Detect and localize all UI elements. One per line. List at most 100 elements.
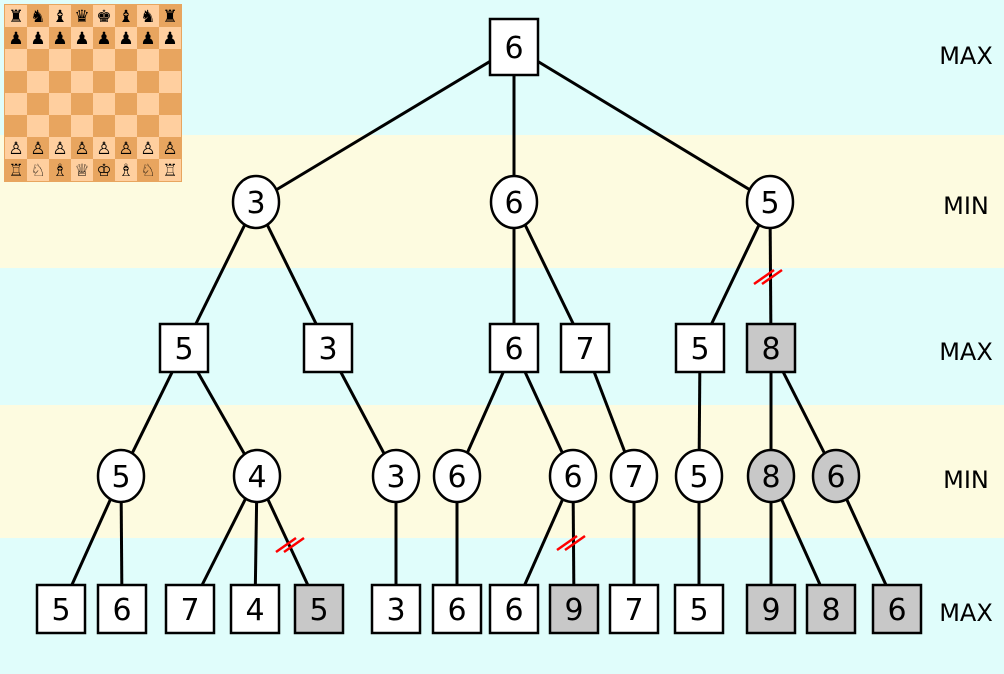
max-node: 5 xyxy=(35,583,87,635)
level-label-min: MIN xyxy=(943,466,989,494)
node-value: 3 xyxy=(386,460,405,495)
max-node-pruned: 5 xyxy=(293,583,345,635)
max-node: 5 xyxy=(673,583,725,635)
node-value: 6 xyxy=(504,593,523,628)
chess-piece: ♚ xyxy=(96,7,111,27)
level-label-min: MIN xyxy=(943,192,989,220)
min-node: 3 xyxy=(371,448,421,504)
node-value: 5 xyxy=(51,593,70,628)
node-value: 8 xyxy=(761,460,780,495)
node-value: 6 xyxy=(447,593,466,628)
chess-piece: ♗ xyxy=(52,161,67,181)
chess-piece: ♟ xyxy=(140,29,155,49)
min-node: 6 xyxy=(548,448,598,504)
max-node-pruned: 9 xyxy=(745,583,797,635)
max-node: 5 xyxy=(158,322,210,374)
chess-piece: ♞ xyxy=(140,7,155,27)
node-value: 3 xyxy=(246,186,265,221)
chess-piece: ♟ xyxy=(52,29,67,49)
node-value: 6 xyxy=(504,186,523,221)
chess-piece: ♘ xyxy=(140,161,155,181)
chess-piece: ♟ xyxy=(30,29,45,49)
node-value: 8 xyxy=(821,593,840,628)
node-value: 6 xyxy=(563,460,582,495)
max-node: 3 xyxy=(302,322,354,374)
max-node: 6 xyxy=(488,322,540,374)
chess-piece: ♙ xyxy=(74,139,89,159)
node-value: 8 xyxy=(761,332,780,367)
tree-edge xyxy=(513,45,771,204)
chess-piece: ♘ xyxy=(30,161,45,181)
chess-piece: ♟ xyxy=(96,29,111,49)
chess-piece: ♙ xyxy=(118,139,133,159)
node-value: 6 xyxy=(504,31,523,66)
chess-piece: ♙ xyxy=(140,139,155,159)
max-node: 7 xyxy=(608,583,660,635)
node-value: 4 xyxy=(245,593,264,628)
chess-piece: ♛ xyxy=(74,7,89,27)
chess-piece: ♜ xyxy=(162,7,177,27)
min-node-pruned: 8 xyxy=(746,448,796,504)
node-value: 9 xyxy=(564,593,583,628)
chess-piece: ♖ xyxy=(8,161,23,181)
node-value: 7 xyxy=(624,593,643,628)
min-node: 6 xyxy=(489,174,539,230)
level-label-max: MAX xyxy=(939,42,993,70)
max-node: 7 xyxy=(164,583,216,635)
node-value: 5 xyxy=(689,593,708,628)
node-value: 5 xyxy=(689,460,708,495)
max-node: 5 xyxy=(674,322,726,374)
node-value: 6 xyxy=(447,460,466,495)
max-node: 6 xyxy=(488,583,540,635)
pruning-cut-mark xyxy=(753,268,783,286)
node-value: 3 xyxy=(386,593,405,628)
max-node: 4 xyxy=(229,583,281,635)
chess-piece: ♙ xyxy=(30,139,45,159)
node-value: 4 xyxy=(247,460,266,495)
min-node: 5 xyxy=(674,448,724,504)
min-node: 7 xyxy=(609,448,659,504)
min-node: 4 xyxy=(232,448,282,504)
node-value: 5 xyxy=(111,460,130,495)
chess-piece: ♙ xyxy=(8,139,23,159)
node-value: 5 xyxy=(309,593,328,628)
chess-piece: ♝ xyxy=(52,7,67,27)
chess-piece: ♔ xyxy=(96,161,111,181)
min-node: 3 xyxy=(231,174,281,230)
min-node-pruned: 6 xyxy=(811,448,861,504)
min-node: 6 xyxy=(432,448,482,504)
chess-piece: ♙ xyxy=(96,139,111,159)
chess-piece: ♖ xyxy=(162,161,177,181)
max-node-pruned: 9 xyxy=(548,583,600,635)
chess-piece: ♜ xyxy=(8,7,23,27)
max-node-pruned: 8 xyxy=(805,583,857,635)
level-label-max: MAX xyxy=(939,338,993,366)
level-label-max: MAX xyxy=(939,599,993,627)
chess-piece: ♟ xyxy=(74,29,89,49)
chess-piece: ♟ xyxy=(118,29,133,49)
node-value: 6 xyxy=(112,593,131,628)
node-value: 5 xyxy=(174,332,193,367)
node-value: 5 xyxy=(760,186,779,221)
node-value: 7 xyxy=(624,460,643,495)
chess-piece: ♗ xyxy=(118,161,133,181)
pruning-cut-mark xyxy=(275,536,305,554)
chess-piece: ♟ xyxy=(162,29,177,49)
node-value: 7 xyxy=(575,332,594,367)
chess-piece: ♙ xyxy=(52,139,67,159)
node-value: 6 xyxy=(504,332,523,367)
node-value: 7 xyxy=(180,593,199,628)
pruning-cut-mark xyxy=(556,534,586,552)
max-node: 6 xyxy=(488,17,540,77)
max-node: 7 xyxy=(559,322,611,374)
node-value: 5 xyxy=(690,332,709,367)
max-node-pruned: 6 xyxy=(871,583,923,635)
min-node: 5 xyxy=(745,174,795,230)
tree-edge xyxy=(255,45,515,204)
chessboard-icon: ♜♞♝♛♚♝♞♜♟♟♟♟♟♟♟♟♙♙♙♙♙♙♙♙♖♘♗♕♔♗♘♖ xyxy=(4,4,182,182)
max-node: 3 xyxy=(370,583,422,635)
max-node-pruned: 8 xyxy=(745,322,797,374)
chess-piece: ♙ xyxy=(162,139,177,159)
